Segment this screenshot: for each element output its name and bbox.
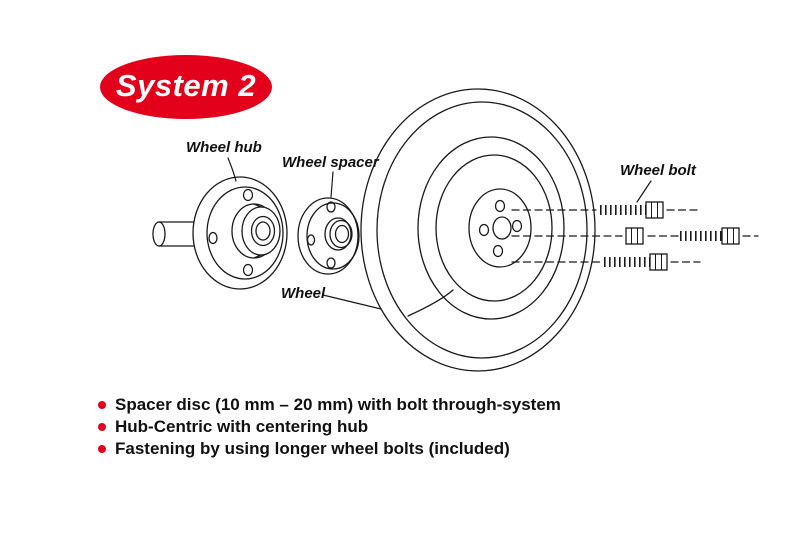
bullet-dot-icon xyxy=(98,423,106,431)
label-wheel-hub: Wheel hub xyxy=(186,139,262,156)
wheel-hub-drawing xyxy=(192,176,288,290)
system-badge: System 2 xyxy=(100,55,272,119)
feature-text: Hub-Centric with centering hub xyxy=(115,417,369,436)
bullet-dot-icon xyxy=(98,401,106,409)
feature-text: Fastening by using longer wheel bolts (i… xyxy=(115,439,510,458)
label-wheel-bolt: Wheel bolt xyxy=(620,162,696,179)
wheel-bolts-heads xyxy=(625,201,740,271)
label-leader-lines xyxy=(227,157,652,310)
system-badge-label: System 2 xyxy=(115,67,257,103)
feature-item: Fastening by using longer wheel bolts (i… xyxy=(98,438,561,460)
label-wheel: Wheel xyxy=(281,285,326,302)
feature-item: Hub-Centric with centering hub xyxy=(98,416,561,438)
feature-text: Spacer disc (10 mm – 20 mm) with bolt th… xyxy=(115,395,561,414)
wheel-drawing xyxy=(360,88,596,372)
alignment-dashed-lines xyxy=(511,209,759,263)
feature-list: Spacer disc (10 mm – 20 mm) with bolt th… xyxy=(98,394,561,460)
wheel-spacer-drawing xyxy=(297,197,360,275)
bullet-dot-icon xyxy=(98,445,106,453)
label-wheel-spacer: Wheel spacer xyxy=(282,154,379,171)
feature-item: Spacer disc (10 mm – 20 mm) with bolt th… xyxy=(98,394,561,416)
wheel-bolts-threads xyxy=(600,205,722,267)
wheel-bolts-head-facets xyxy=(631,201,734,271)
